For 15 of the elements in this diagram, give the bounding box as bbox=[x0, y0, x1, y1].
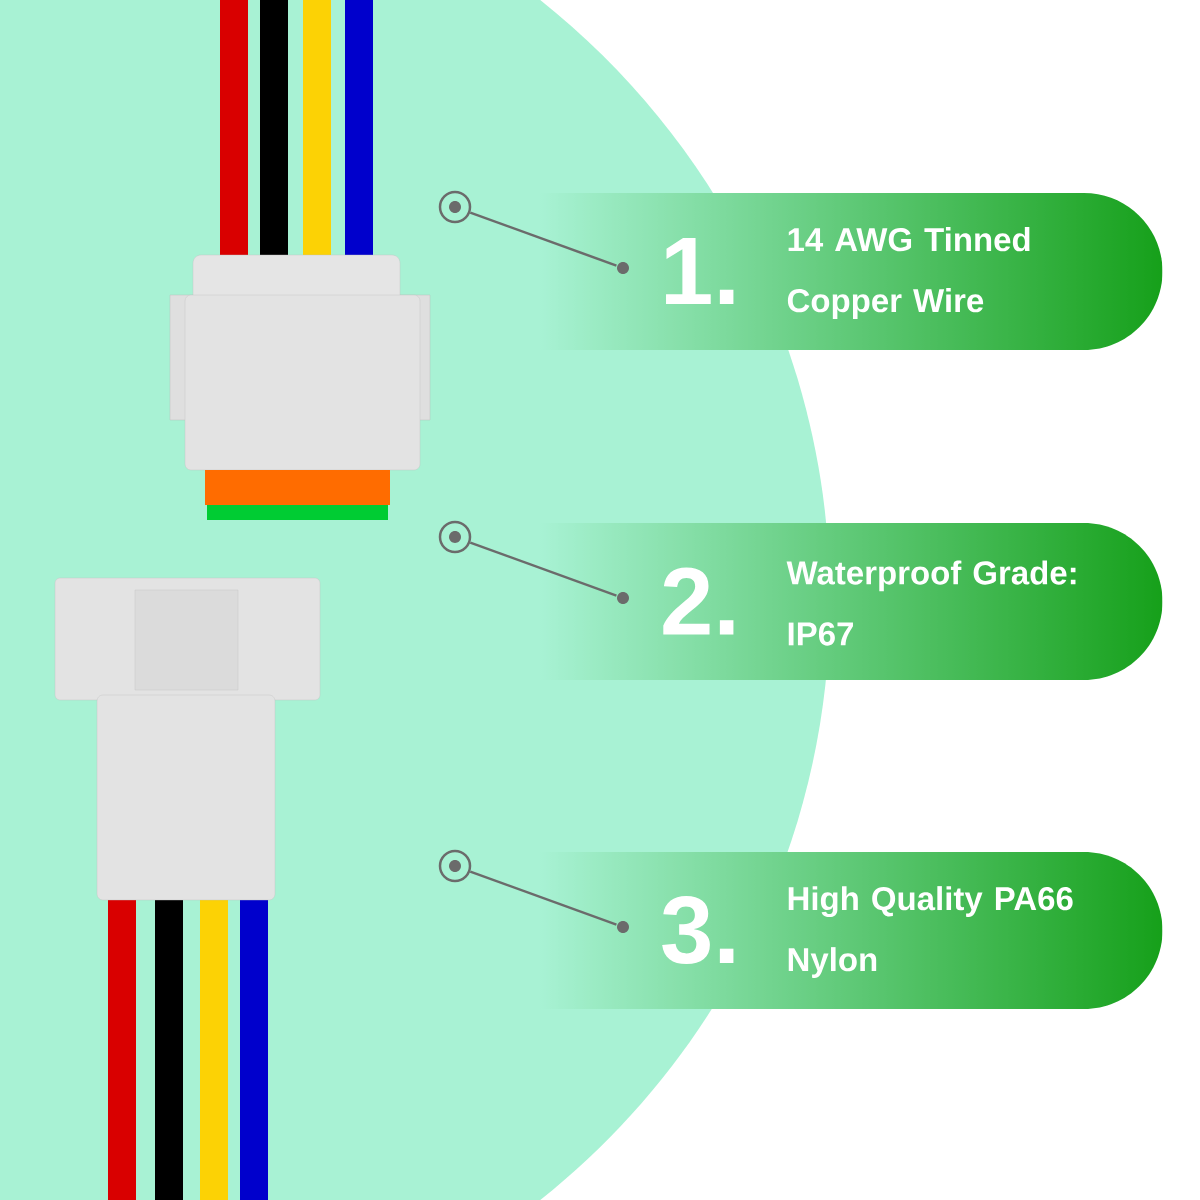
node-label: 3. bbox=[662, 895, 734, 965]
callout-banner: 3. High Quality PA66 Nylon bbox=[617, 886, 1073, 978]
node-label: 1. bbox=[666, 237, 734, 305]
target-marker bbox=[438, 520, 472, 554]
leader-line bbox=[469, 541, 617, 597]
callout-banner: 1. 14 AWG Tinned Copper Wire bbox=[617, 227, 1030, 319]
node-label: Waterproof Grade: IP67 bbox=[786, 560, 1076, 646]
target-marker bbox=[438, 849, 472, 883]
callout-banner: 2. Waterproof Grade: IP67 bbox=[617, 560, 1076, 646]
target-marker bbox=[438, 190, 472, 224]
node-label: High Quality PA66 Nylon bbox=[788, 886, 1073, 978]
leader-line bbox=[469, 211, 617, 267]
node-label: 14 AWG Tinned Copper Wire bbox=[787, 227, 1030, 319]
leader-line bbox=[469, 870, 617, 926]
node-label: 2. bbox=[663, 567, 734, 635]
